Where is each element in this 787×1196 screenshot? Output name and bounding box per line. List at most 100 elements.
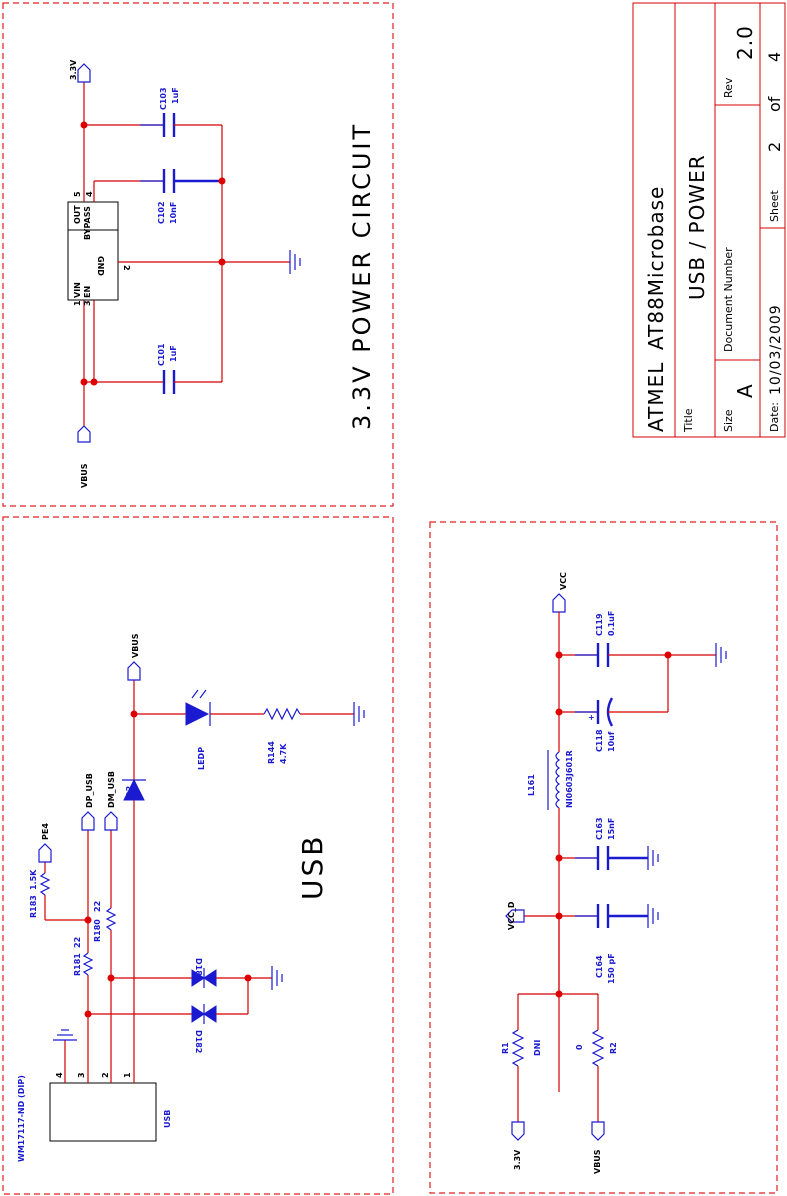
usb-heading: USB xyxy=(296,834,329,900)
usb-circuit: USB WM17117-ND (DIP) USB 4 3 2 1 R181 22… xyxy=(17,633,365,1162)
vbus-vcc-port xyxy=(591,1121,605,1141)
v33-port xyxy=(77,63,91,83)
diode-d181 xyxy=(191,968,248,988)
r2-value: 0 xyxy=(575,1044,584,1050)
reg-pin-num-2: 2 xyxy=(122,265,131,271)
d182-label: D182 xyxy=(194,1030,203,1053)
ground-icon xyxy=(715,643,727,667)
ground-icon xyxy=(353,702,365,726)
reg-pin-num-5: 5 xyxy=(73,191,82,197)
c101-ref: C101 xyxy=(157,343,166,366)
capacitor-c102 xyxy=(140,169,222,193)
ground-icon xyxy=(53,1029,77,1041)
ground-icon xyxy=(289,250,301,274)
rev-value: 2.0 xyxy=(733,25,757,60)
r1-ref: R1 xyxy=(501,1042,510,1054)
vcc-port-label: VCC xyxy=(559,572,568,590)
capacitor-c164 xyxy=(575,904,648,928)
vbus-port-label: VBUS xyxy=(80,463,89,488)
date-label: Date: xyxy=(768,402,781,432)
r144-value: 4.7K xyxy=(279,743,288,764)
ground-icon xyxy=(271,966,283,990)
v33-vcc-port xyxy=(511,1121,525,1141)
reg-pin-bypass: BYPASS xyxy=(83,206,92,240)
c119-value: 0.1uF xyxy=(607,611,616,636)
c164-value: 150 pF xyxy=(607,953,616,984)
reg-pin-out: OUT xyxy=(73,205,82,224)
c102-ref: C102 xyxy=(157,201,166,224)
r180-ref: R180 xyxy=(93,919,102,942)
c118-ref: C118 xyxy=(595,729,604,752)
inductor-l161 xyxy=(555,751,561,809)
capacitor-c103 xyxy=(140,113,176,137)
size-value: A xyxy=(733,383,757,398)
size-label: Size xyxy=(722,409,735,432)
c101-value: 1uF xyxy=(169,345,178,362)
sheet-total: 4 xyxy=(765,52,784,62)
r181-ref: R181 xyxy=(73,953,82,976)
c102-value: 10nF xyxy=(169,202,178,224)
pe4-label: PE4 xyxy=(41,823,50,840)
dm-usb-port xyxy=(104,811,118,831)
ground-icon xyxy=(647,904,659,928)
capacitor-c119 xyxy=(575,643,610,667)
usb-connector-part: WM17117-ND (DIP) xyxy=(17,1075,26,1162)
vcc-port xyxy=(552,593,566,613)
reg-pin-num-4: 4 xyxy=(85,191,94,197)
title-block: ATMEL AT88Microbase Title USB / POWER Si… xyxy=(632,2,786,438)
power-circuit: 3.3V POWER CIRCUIT VBUS VIN EN OUT BYPAS… xyxy=(67,59,376,488)
reg-pin-gnd: GND xyxy=(96,256,105,276)
dp-usb-label: DP_USB xyxy=(85,773,94,808)
c164-ref: C164 xyxy=(595,955,604,978)
sheet-label: Sheet xyxy=(768,190,781,222)
usb-pin-2: 2 xyxy=(101,1072,110,1078)
c119-ref: C119 xyxy=(595,613,604,636)
d181-label: D181 xyxy=(194,958,203,982)
title-label: Title xyxy=(682,408,695,433)
r180-value: 22 xyxy=(93,901,102,912)
doc-number-label: Document Number xyxy=(722,247,735,352)
sheet-number: 2 xyxy=(765,142,784,152)
power-heading: 3.3V POWER CIRCUIT xyxy=(348,122,376,430)
usb-pin-4: 4 xyxy=(55,1072,64,1078)
vbus-port xyxy=(77,425,91,443)
reg-pin-vin: VIN xyxy=(73,282,82,298)
vbus-vcc-label: VBUS xyxy=(593,1149,602,1174)
resistor-r2 xyxy=(591,1029,605,1067)
usb-connector xyxy=(49,1082,157,1142)
resistor-r181 xyxy=(82,952,94,976)
usb-connector-name: USB xyxy=(163,1110,172,1128)
reg-pin-num-3: 3 xyxy=(83,300,92,306)
resistor-r180 xyxy=(105,907,117,931)
c103-value: 1uF xyxy=(171,87,180,104)
vbus-usb-port xyxy=(127,661,141,681)
ledp-label: LEDP xyxy=(197,747,206,770)
vbus-usb-label: VBUS xyxy=(131,633,140,658)
l161-ref: L161 xyxy=(527,774,536,796)
v33-vcc-label: 3.3V xyxy=(513,1149,522,1170)
vcc-d-port xyxy=(505,909,525,923)
vcc-section-border xyxy=(429,521,778,1194)
ground-icon xyxy=(647,846,659,870)
r183-ref: R183 xyxy=(29,895,38,918)
c163-value: 15nF xyxy=(607,818,616,840)
r144-ref: R144 xyxy=(267,741,276,764)
pe4-port xyxy=(38,843,52,863)
r181-value: 22 xyxy=(73,937,82,948)
usb-pin-3: 3 xyxy=(77,1072,86,1078)
usb-section-border xyxy=(2,516,394,1195)
power-section-border xyxy=(2,2,394,507)
r183-value: 1.5K xyxy=(29,869,38,890)
l161-value: NI0603J601R xyxy=(565,750,574,808)
r1-value: DNI xyxy=(533,1040,542,1056)
date-value: 10/03/2009 xyxy=(768,304,784,395)
resistor-r183 xyxy=(39,872,51,896)
v33-port-label: 3.3V xyxy=(69,59,78,80)
resistor-r1 xyxy=(511,1029,525,1067)
r2-ref: R2 xyxy=(609,1042,618,1054)
reg-pin-num-1: 1 xyxy=(73,300,82,306)
led-icon xyxy=(185,689,211,726)
dm-usb-label: DM_USB xyxy=(107,771,116,808)
c118-value: 10uf xyxy=(607,731,616,752)
regulator-ic xyxy=(67,201,119,301)
